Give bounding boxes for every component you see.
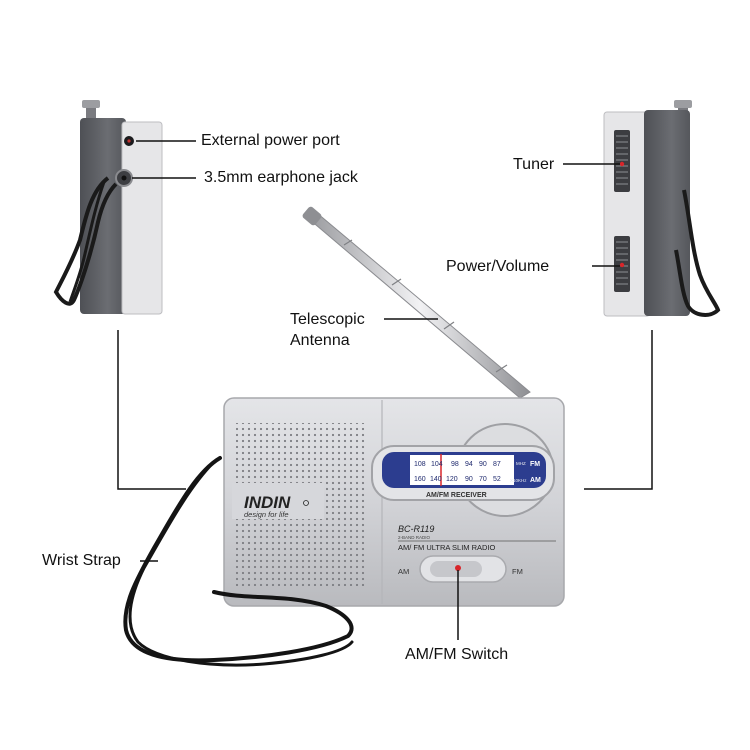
- switch-indicator-dot: [455, 565, 461, 571]
- switch-label-fm: FM: [512, 567, 523, 576]
- fm-unit: MHZ: [516, 461, 526, 466]
- connector-left-view: [117, 330, 186, 490]
- label-tuner: Tuner: [513, 156, 555, 173]
- radio-front: INDIN design for life 108 104 98 94 90 8…: [223, 397, 565, 607]
- label-am-fm-switch: AM/FM Switch: [405, 646, 509, 663]
- dial-caption: AM/FM RECEIVER: [426, 492, 487, 499]
- label-external-power-port: External power port: [201, 132, 340, 149]
- label-antenna-line2: Antenna: [290, 332, 350, 349]
- wrist-strap-left-view: [53, 176, 118, 306]
- telescopic-antenna: [302, 206, 531, 399]
- antenna-tip-icon: [302, 206, 322, 226]
- am-band-label: AM: [530, 477, 541, 484]
- band-note: 2-BAND RADIO: [398, 535, 431, 540]
- am-scale-mark: 52: [493, 476, 501, 483]
- fm-scale-mark: 108: [414, 461, 426, 468]
- fm-scale-mark: 87: [493, 461, 501, 468]
- radio-subtitle: AM/ FM ULTRA SLIM RADIO: [398, 543, 496, 552]
- am-scale-mark: 90: [465, 476, 473, 483]
- label-telescopic-antenna: Telescopic Antenna: [290, 309, 365, 351]
- am-scale-mark: 120: [446, 476, 458, 483]
- brand-tagline: design for life: [244, 510, 289, 519]
- radio-right-side-view: [603, 100, 721, 317]
- antenna-tip-left-view: [86, 104, 96, 124]
- fm-scale-mark: 98: [451, 461, 459, 468]
- tuner-wheel-icon: [614, 130, 630, 192]
- switch-label-am: AM: [398, 567, 409, 576]
- am-scale-mark: 140: [430, 476, 442, 483]
- label-wrist-strap: Wrist Strap: [42, 552, 121, 569]
- fm-scale-mark: 104: [431, 461, 443, 468]
- fm-scale-mark: 94: [465, 461, 473, 468]
- connector-right-view: [584, 330, 653, 490]
- label-power-volume: Power/Volume: [446, 258, 550, 275]
- model-number: BC-R119: [398, 524, 434, 534]
- wrist-strap-right-view: [674, 189, 721, 317]
- fm-scale-mark: 90: [479, 461, 487, 468]
- left-side-casing: [80, 118, 126, 314]
- am-scale-mark: 160: [414, 476, 426, 483]
- am-scale-mark: 70: [479, 476, 487, 483]
- left-side-panel: [121, 121, 163, 315]
- brand-logo: INDIN: [244, 493, 291, 512]
- am-unit: X10KHz: [510, 478, 527, 483]
- antenna-tip-right-view: [674, 100, 692, 108]
- callout-lines: [117, 140, 653, 640]
- label-antenna-line1: Telescopic: [290, 311, 365, 328]
- radio-left-side-view: [53, 100, 163, 315]
- label-earphone-jack: 3.5mm earphone jack: [204, 169, 358, 186]
- fm-band-label: FM: [530, 461, 540, 468]
- wrist-strap: [123, 456, 354, 667]
